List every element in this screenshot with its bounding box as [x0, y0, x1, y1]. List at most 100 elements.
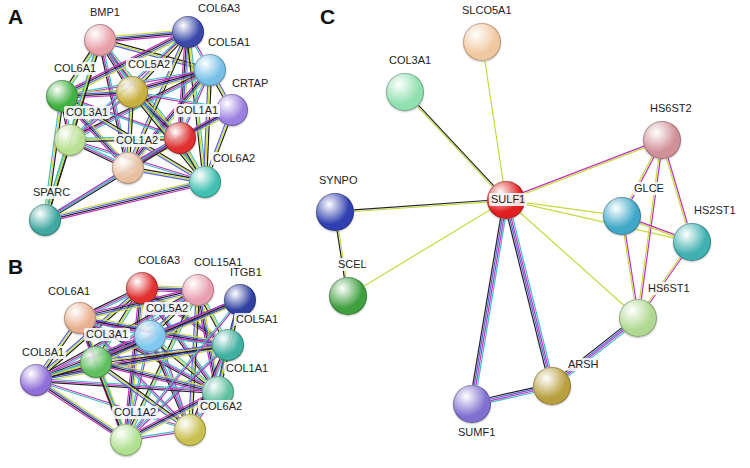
- evidence-line: [354, 201, 487, 210]
- evidence-line: [110, 370, 178, 419]
- protein-node: COL1A2: [110, 424, 142, 456]
- evidence-line: [473, 218, 501, 385]
- evidence-line: [476, 219, 504, 386]
- protein-label: CRTAP: [230, 77, 270, 90]
- interaction-edge: [525, 204, 674, 238]
- evidence-line: [641, 159, 660, 299]
- interaction-edge: [523, 146, 644, 194]
- interaction-edge: [485, 61, 503, 181]
- evidence-line: [158, 286, 182, 288]
- protein-label: COL3A1: [84, 328, 130, 341]
- panel-letter: C: [320, 6, 335, 28]
- evidence-line: [158, 287, 182, 289]
- protein-label: COL6A1: [46, 285, 92, 298]
- interaction-edge: [525, 203, 603, 214]
- interaction-edge: [142, 432, 175, 439]
- protein-label: ARSH: [566, 358, 601, 371]
- protein-label: COL5A2: [126, 58, 172, 71]
- evidence-line: [188, 152, 197, 168]
- protein-node: HS6ST2: [643, 121, 681, 159]
- protein-node: COL5A1: [194, 54, 226, 86]
- interaction-edge: [364, 210, 490, 286]
- evidence-line: [417, 106, 492, 186]
- evidence-line: [158, 289, 182, 291]
- evidence-line: [219, 83, 226, 95]
- evidence-line: [511, 218, 548, 367]
- protein-node: COL5A2: [134, 320, 166, 352]
- protein-node: COL3A1: [80, 346, 112, 378]
- protein-label: GLCE: [632, 182, 666, 195]
- evidence-line: [510, 219, 547, 368]
- protein-node: SPARC: [29, 204, 61, 236]
- evidence-line: [48, 391, 111, 433]
- protein-node: COL1A1: [164, 122, 196, 154]
- evidence-line: [142, 432, 174, 437]
- protein-label: HS6ST1: [646, 282, 692, 295]
- protein-node: COL5A1: [212, 329, 244, 361]
- interaction-edge: [565, 328, 624, 376]
- protein-label: SYNPO: [317, 174, 360, 187]
- protein-node: COL5A2: [116, 76, 148, 108]
- evidence-line: [565, 328, 621, 372]
- interaction-edge: [473, 218, 505, 385]
- evidence-line: [108, 373, 176, 422]
- evidence-line: [51, 367, 80, 376]
- evidence-line: [513, 218, 550, 367]
- protein-node: HS2ST1: [673, 223, 711, 261]
- interaction-edge: [640, 159, 661, 300]
- interaction-edge: [667, 158, 688, 224]
- interaction-edge: [187, 151, 199, 169]
- evidence-line: [508, 219, 545, 368]
- evidence-line: [640, 222, 674, 235]
- evidence-line: [147, 74, 194, 87]
- evidence-line: [48, 55, 94, 204]
- protein-label: COL5A2: [144, 302, 190, 315]
- protein-label: SLCO5A1: [460, 4, 514, 17]
- protein-label: COL3A1: [387, 54, 433, 67]
- protein-node: SYNPO: [316, 193, 354, 231]
- evidence-line: [485, 61, 503, 181]
- protein-label: ITGB1: [228, 266, 264, 279]
- evidence-line: [624, 235, 634, 300]
- evidence-line: [668, 158, 687, 224]
- protein-label: COL6A1: [52, 62, 98, 75]
- interaction-edge: [144, 169, 190, 180]
- protein-label: SUMF1: [456, 426, 497, 439]
- protein-label: COL1A2: [114, 134, 160, 147]
- evidence-line: [490, 388, 533, 398]
- evidence-line: [648, 257, 680, 302]
- evidence-line: [195, 46, 201, 56]
- protein-node: COL6A2: [189, 166, 221, 198]
- interaction-edge: [354, 201, 487, 212]
- protein-label: HS6ST2: [648, 102, 694, 115]
- interaction-edge: [490, 388, 534, 402]
- evidence-line: [364, 210, 490, 286]
- interaction-edge: [158, 286, 182, 292]
- evidence-line: [50, 388, 113, 430]
- evidence-line: [640, 223, 674, 236]
- evidence-line: [144, 172, 190, 180]
- evidence-line: [523, 146, 644, 192]
- protein-label: HS2ST1: [692, 204, 738, 217]
- evidence-line: [490, 389, 533, 399]
- interaction-edge: [51, 365, 81, 377]
- protein-node: COL6A3: [172, 16, 204, 48]
- protein-node: SLCO5A1: [463, 23, 501, 61]
- protein-node: SUMF1: [453, 385, 491, 423]
- interaction-edge: [417, 105, 493, 186]
- evidence-line: [478, 219, 506, 386]
- evidence-line: [51, 387, 114, 429]
- evidence-line: [50, 55, 96, 204]
- evidence-line: [667, 159, 686, 225]
- protein-label: COL1A2: [112, 406, 158, 419]
- protein-label: COL6A3: [196, 2, 242, 15]
- evidence-line: [60, 183, 189, 214]
- protein-label: SULF1: [489, 193, 527, 206]
- interaction-edge: [640, 222, 675, 236]
- interaction-edge: [508, 218, 550, 368]
- protein-label: COL6A3: [136, 254, 182, 267]
- protein-node: COL8A1: [20, 364, 52, 396]
- evidence-line: [187, 153, 196, 169]
- protein-label: COL6A2: [211, 152, 257, 165]
